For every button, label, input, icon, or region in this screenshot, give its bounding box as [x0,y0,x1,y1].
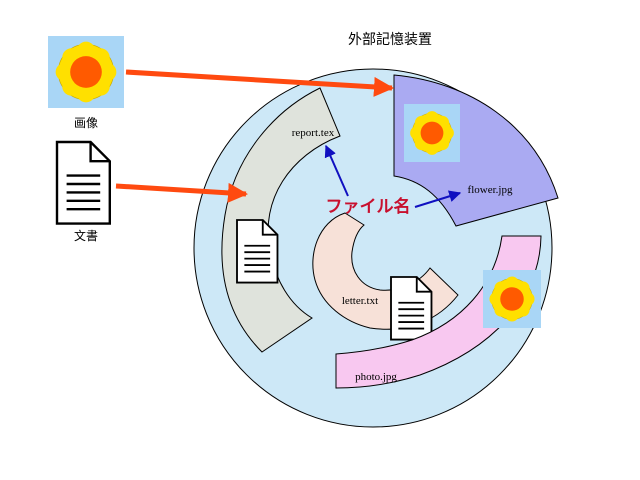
source-document-icon [55,140,112,225]
report-band [221,87,341,353]
filename-to-flower-arrow [414,190,462,208]
image-store-arrow [125,69,394,97]
report-filename: report.tex [292,127,335,139]
photo-filename: photo.jpg [355,371,397,383]
report-document-icon [236,219,279,284]
letter-document-icon [390,276,433,341]
filename-to-report-arrow [324,144,349,197]
document-store-arrow [115,182,248,203]
image-label: 画像 [74,116,98,130]
letter-filename: letter.txt [342,295,378,307]
flower-filename: flower.jpg [468,184,513,196]
filename-label: ファイル名 [326,196,411,217]
document-label: 文書 [74,228,98,243]
storage-label: 外部記憶装置 [348,31,432,48]
